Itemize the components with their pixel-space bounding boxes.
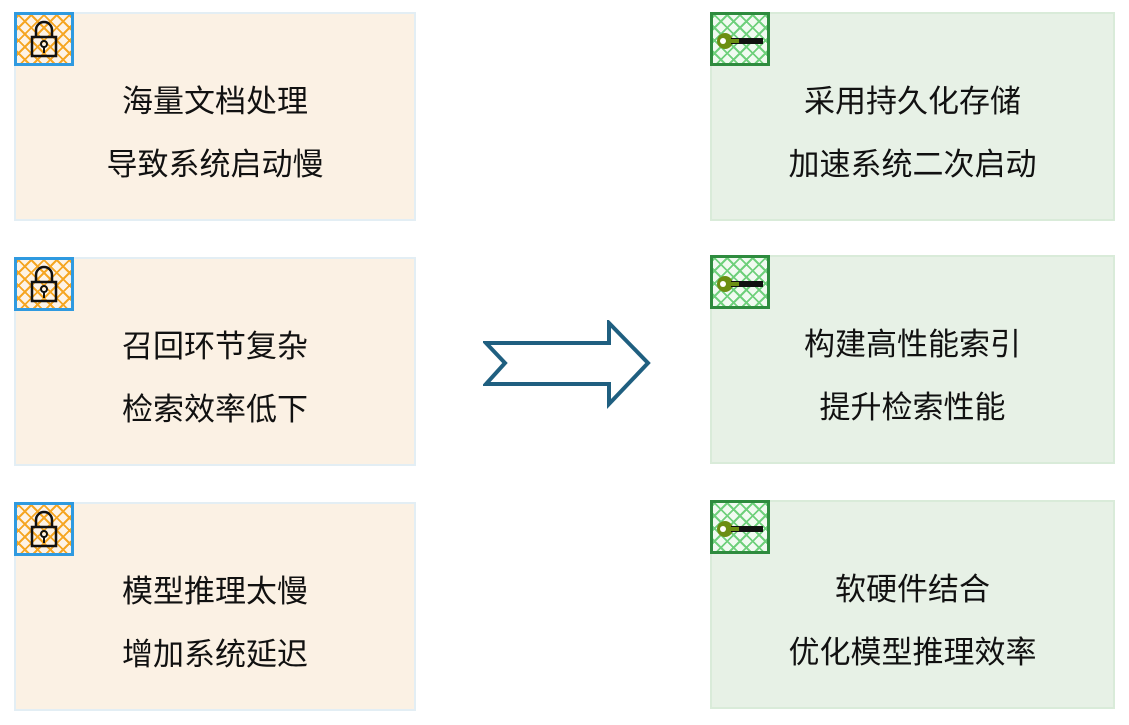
problem-card-inference: 模型推理太慢 增加系统延迟 — [14, 502, 416, 711]
solution-line2: 加速系统二次启动 — [788, 147, 1037, 183]
solution-line2: 优化模型推理效率 — [788, 635, 1037, 671]
solution-line1: 软硬件结合 — [835, 572, 990, 608]
problem-line2: 导致系统启动慢 — [106, 147, 324, 183]
solution-card-storage: 采用持久化存储 加速系统二次启动 — [710, 12, 1115, 221]
problem-line2: 增加系统延迟 — [122, 637, 308, 673]
problem-line1: 模型推理太慢 — [122, 574, 308, 610]
solution-card-inference: 软硬件结合 优化模型推理效率 — [710, 500, 1115, 709]
problem-line1: 海量文档处理 — [122, 84, 308, 120]
solution-line2: 提升检索性能 — [819, 390, 1006, 426]
solution-line1: 构建高性能索引 — [804, 327, 1021, 363]
lock-icon — [14, 12, 74, 66]
right-arrow-icon — [483, 320, 651, 410]
solution-card-index: 构建高性能索引 提升检索性能 — [710, 255, 1115, 464]
problem-card-retrieval: 召回环节复杂 检索效率低下 — [14, 257, 416, 466]
lock-icon — [14, 257, 74, 311]
key-icon — [710, 255, 770, 309]
problem-line1: 召回环节复杂 — [122, 329, 308, 365]
problem-line2: 检索效率低下 — [122, 392, 308, 428]
solution-line1: 采用持久化存储 — [804, 84, 1021, 120]
key-icon — [710, 12, 770, 66]
problem-card-startup: 海量文档处理 导致系统启动慢 — [14, 12, 416, 221]
lock-icon — [14, 502, 74, 556]
key-icon — [710, 500, 770, 554]
